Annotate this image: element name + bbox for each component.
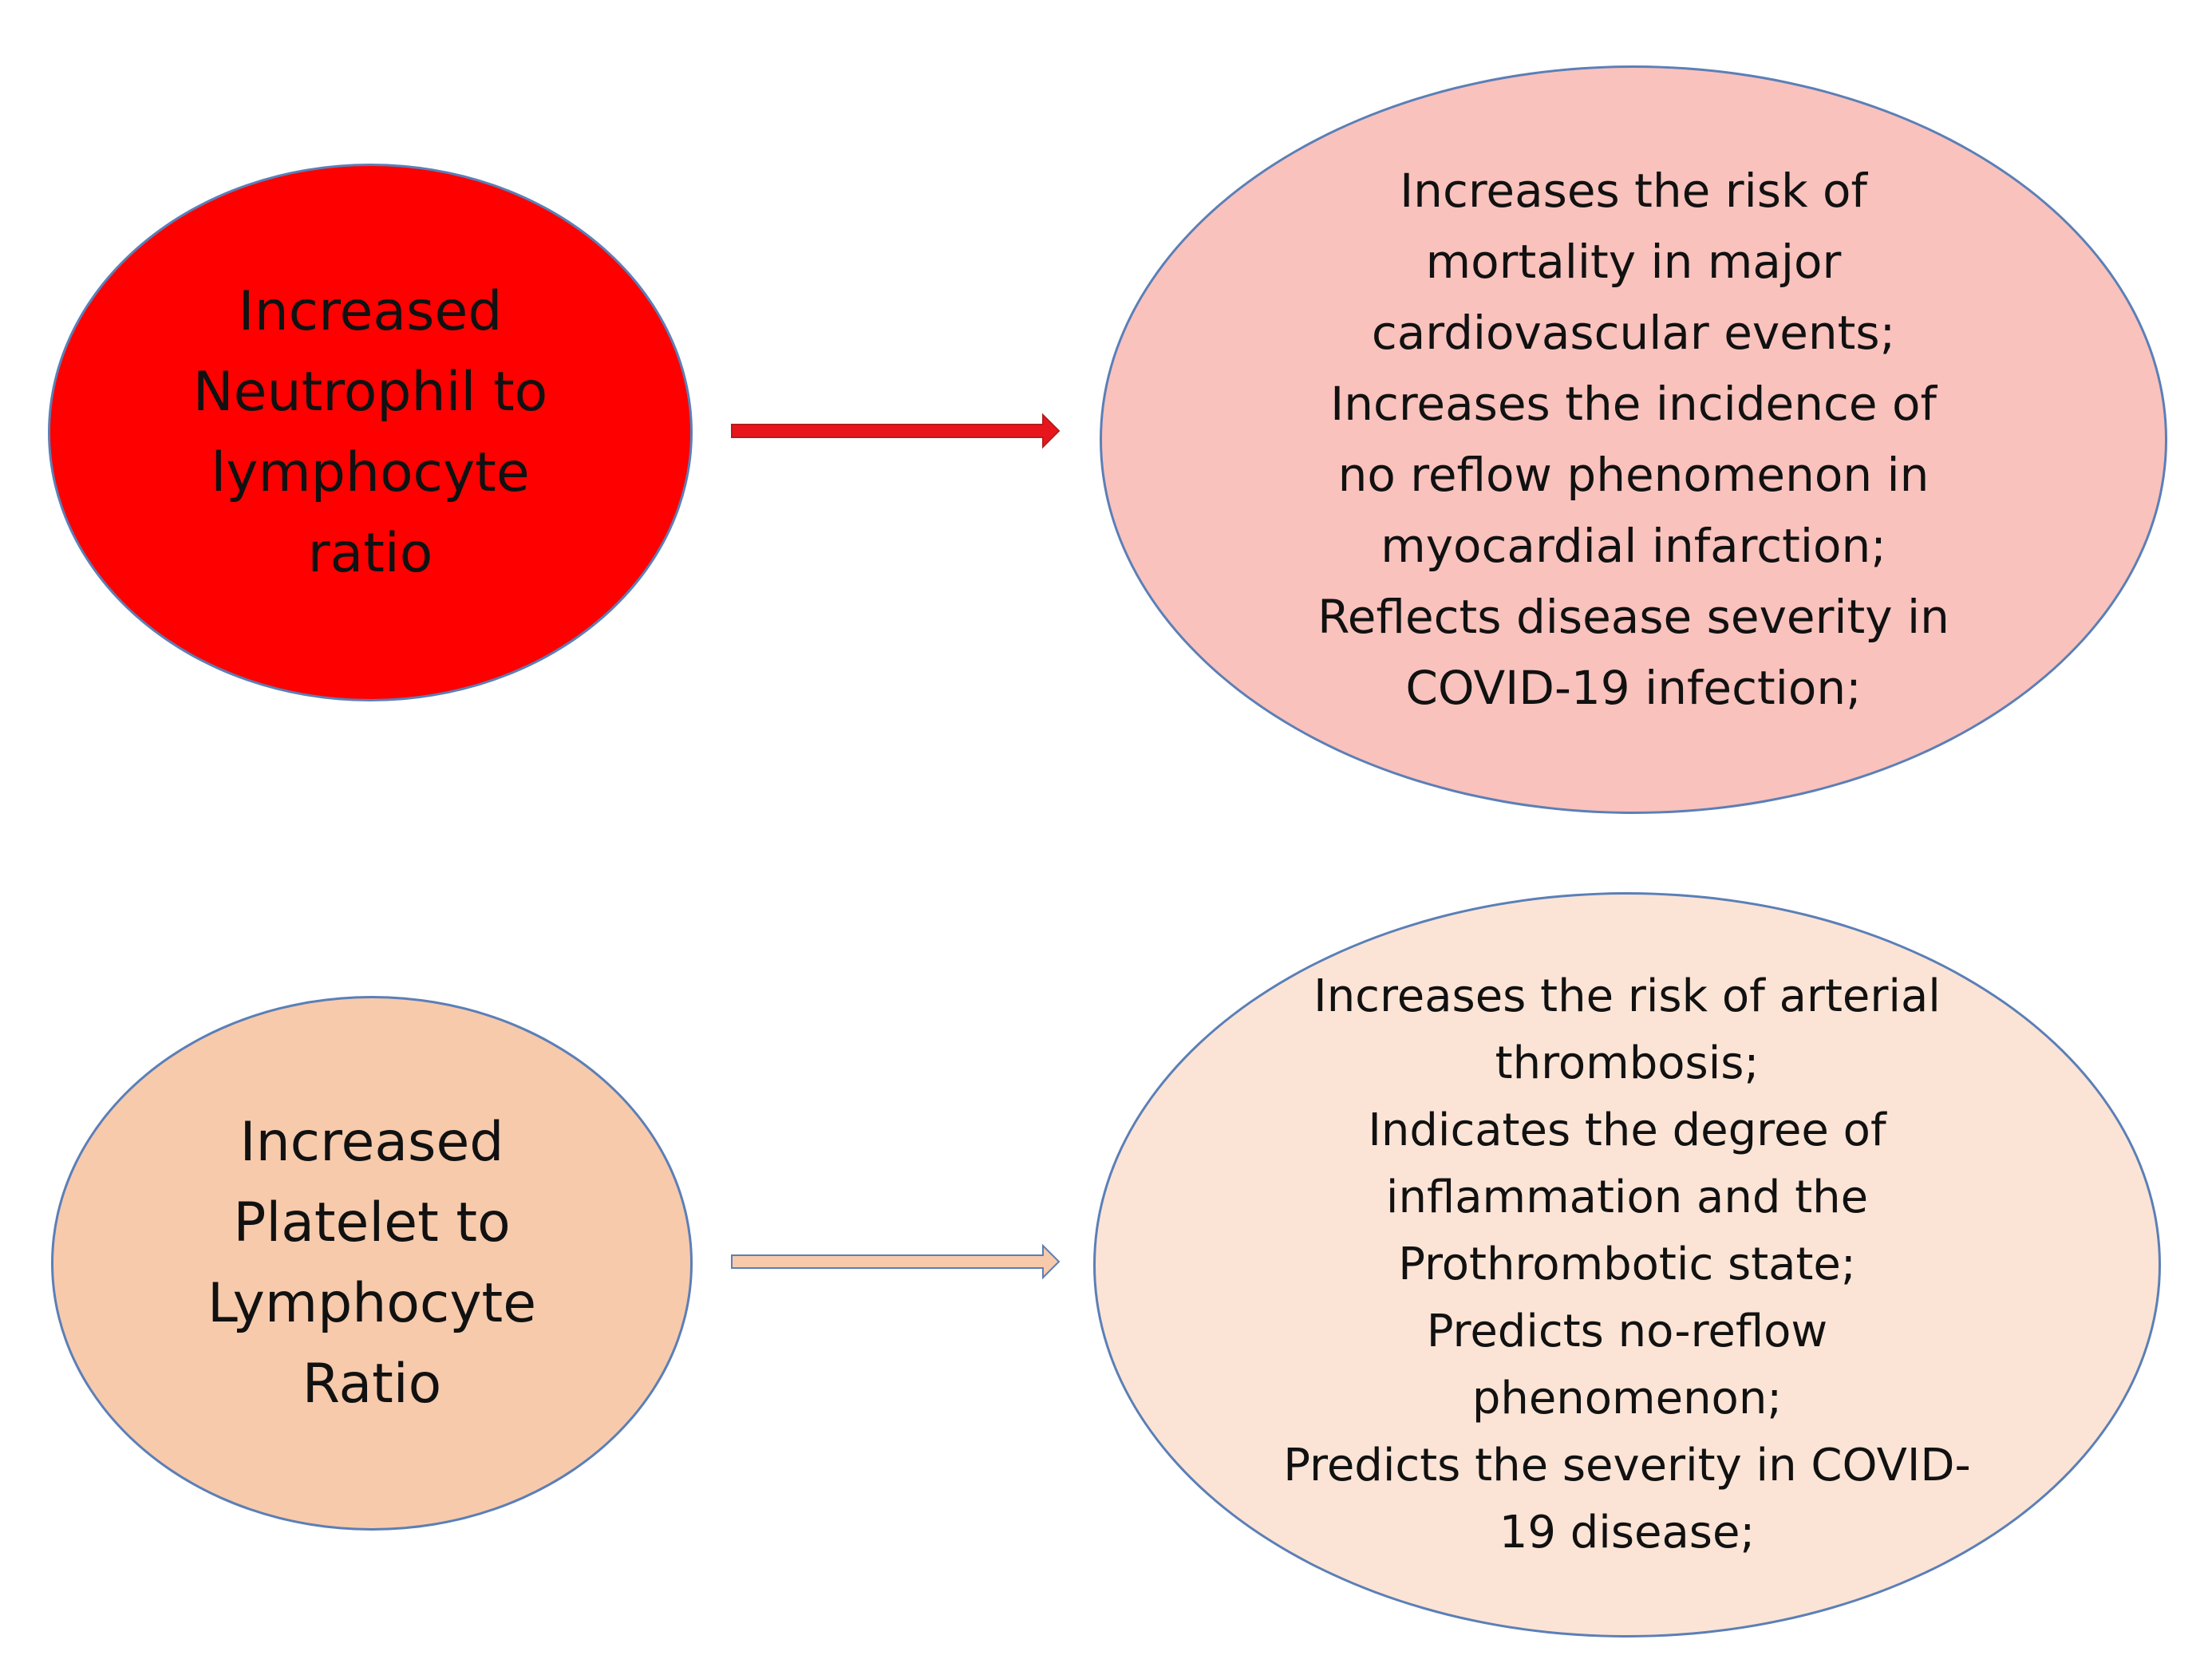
nlr-effect-label: Increases the risk of mortality in major… — [1317, 156, 1949, 724]
nlr-effect-line: myocardial infarction; — [1381, 519, 1886, 573]
nlr-effect-line: COVID-19 infection; — [1405, 661, 1862, 715]
nlr-cause-label: Increased Neutrophil to lymphocyte ratio — [193, 271, 547, 594]
plr-effect-line: Predicts the severity in COVID- — [1283, 1440, 1971, 1491]
plr-arrow-shape — [731, 1243, 1061, 1280]
nlr-effect-line: cardiovascular events; — [1371, 306, 1896, 360]
plr-effect-label: Increases the risk of arterial thrombosi… — [1283, 963, 1970, 1566]
plr-cause-ellipse: Increased Platelet to Lymphocyte Ratio — [51, 996, 693, 1531]
nlr-cause-line: ratio — [307, 522, 433, 585]
nlr-arrow — [731, 413, 1061, 449]
plr-cause-line: Ratio — [302, 1353, 442, 1416]
plr-cause-label: Increased Platelet to Lymphocyte Ratio — [207, 1102, 536, 1424]
plr-effect-line: inflammation and the — [1385, 1171, 1869, 1223]
plr-cause-line: Lymphocyte — [207, 1272, 537, 1335]
plr-effect-line: 19 disease; — [1499, 1507, 1756, 1559]
plr-cause-line: Platelet to — [233, 1191, 511, 1254]
nlr-cause-line: lymphocyte — [211, 441, 530, 504]
plr-effect-line: Predicts no-reflow — [1426, 1306, 1828, 1357]
nlr-effect-line: Increases the risk of — [1400, 164, 1867, 218]
plr-effect-line: phenomenon; — [1471, 1373, 1783, 1424]
nlr-cause-line: Neutrophil to — [192, 361, 548, 424]
plr-arrow — [731, 1243, 1061, 1280]
nlr-effect-line: mortality in major — [1425, 235, 1842, 289]
nlr-cause-ellipse: Increased Neutrophil to lymphocyte ratio — [48, 164, 693, 701]
nlr-cause-line: Increased — [238, 280, 503, 343]
nlr-arrow-shape — [731, 413, 1061, 449]
nlr-effect-line: no reflow phenomenon in — [1337, 448, 1930, 502]
plr-effect-line: Increases the risk of arterial — [1313, 970, 1941, 1022]
plr-effect-line: Prothrombotic state; — [1398, 1239, 1856, 1290]
plr-effect-line: Indicates the degree of — [1368, 1104, 1886, 1156]
plr-effect-line: thrombosis; — [1495, 1037, 1760, 1089]
nlr-effect-line: Increases the incidence of — [1330, 377, 1937, 431]
plr-cause-line: Increased — [239, 1111, 504, 1174]
plr-effect-ellipse: Increases the risk of arterial thrombosi… — [1093, 892, 2161, 1638]
nlr-effect-ellipse: Increases the risk of mortality in major… — [1100, 65, 2167, 814]
nlr-effect-line: Reflects disease severity in — [1317, 590, 1949, 644]
